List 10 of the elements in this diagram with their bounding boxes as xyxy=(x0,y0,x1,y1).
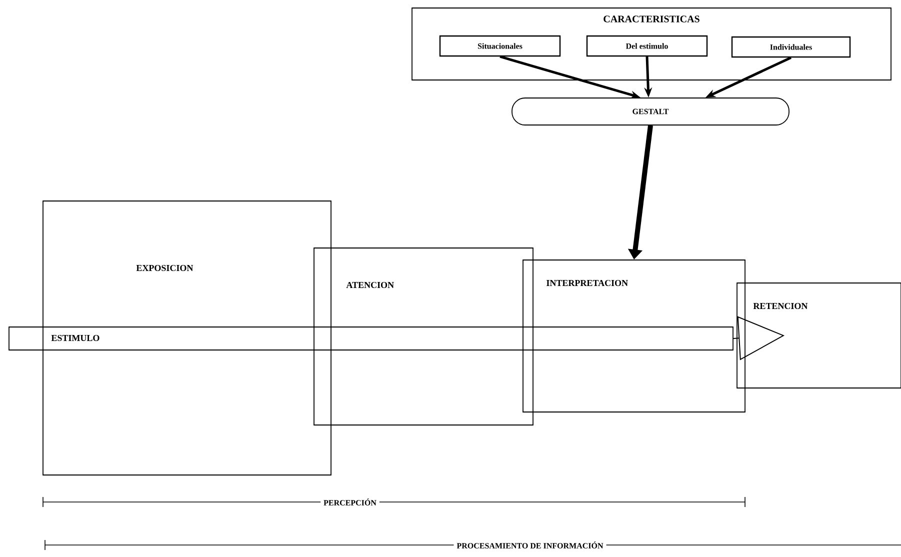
category-box: Del estimulo xyxy=(586,35,708,57)
category-box: Individuales xyxy=(731,36,851,58)
stage-box: ATENCION xyxy=(314,248,534,426)
category-box: Situacionales xyxy=(439,35,561,57)
bracket-label: PERCEPCIÓN xyxy=(320,496,380,508)
stimulus-band: ESTIMULO xyxy=(8,326,734,350)
stage-box: INTERPRETACION xyxy=(522,260,746,412)
bracket-label: PROCESAMIENTO DE INFORMACIÓN xyxy=(454,538,606,552)
stage-box: RETENCION xyxy=(736,282,901,388)
rounded-box: GESTALT xyxy=(512,98,790,126)
